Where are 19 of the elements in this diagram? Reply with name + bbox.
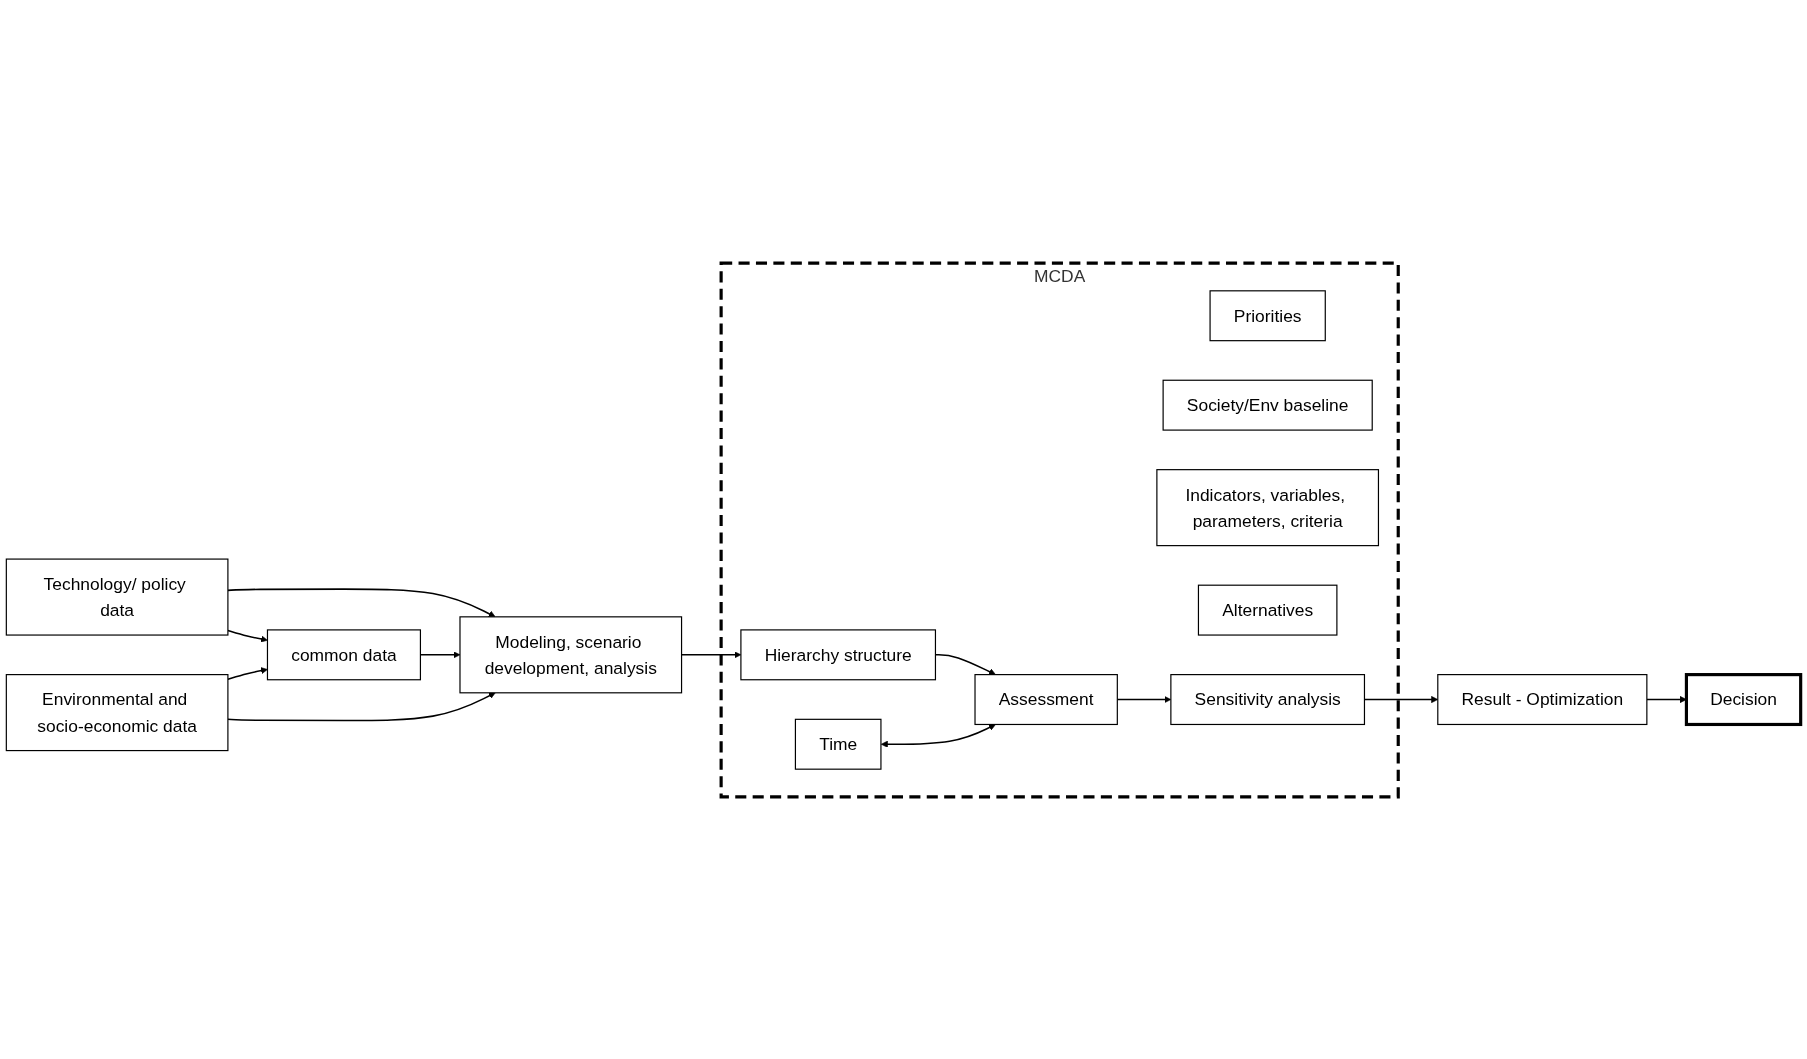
node-box: Technology/ policy data [5,558,229,636]
arrow [880,723,996,748]
node-box: Alternatives [1197,584,1338,636]
node-box: Sensitivity analysis [1170,673,1366,725]
node-box: Assessment [974,673,1118,725]
node-box: Society/Env baseline [1162,379,1373,431]
node-box: Result - Optimization [1437,673,1648,725]
node-box: common data [266,628,422,680]
node-box: Hierarchy structure [740,628,937,680]
node-box: Time [794,718,882,770]
node-box: Environmental and socio-economic data [5,673,229,751]
node-box: Priorities [1209,289,1326,341]
arrow [227,629,268,642]
node-box: Indicators, variables, parameters, criteria [1156,468,1380,546]
arrow [227,666,268,680]
node-box: Modeling, scenario development, analysis [459,615,683,693]
arrow [227,587,496,617]
node-box: Decision [1684,672,1803,726]
arrow [227,692,496,721]
